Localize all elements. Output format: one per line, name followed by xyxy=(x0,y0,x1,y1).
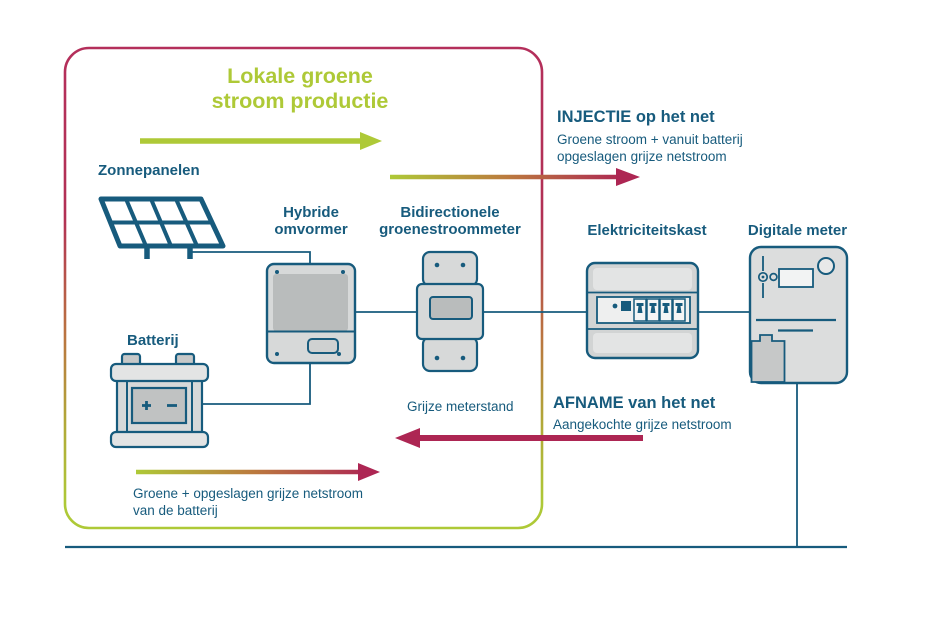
digital-meter-icon xyxy=(748,245,849,385)
offtake-subtext: Aangekochte grijze netstroom xyxy=(553,417,732,432)
bidirectional-meter-icon xyxy=(415,250,485,373)
wire-battery-to-inverter xyxy=(203,363,311,405)
wire-panel-to-inverter xyxy=(190,251,311,264)
label-hybride-omvormer: Hybride omvormer xyxy=(274,204,348,238)
diagram-title-line1: Lokale groene xyxy=(227,64,373,88)
injection-subtext-line2: opgeslagen grijze netstroom xyxy=(557,149,727,164)
label-digitale-meter: Digitale meter xyxy=(747,222,848,239)
local-green-production-arrow xyxy=(140,132,382,150)
grijze-meterstand-note: Grijze meterstand xyxy=(407,399,514,414)
inverter-icon xyxy=(265,262,357,365)
local-production-boundary xyxy=(63,46,544,530)
injection-title: INJECTIE op het net xyxy=(557,108,715,126)
diagram-title-line2: stroom productie xyxy=(211,89,389,113)
injection-arrow xyxy=(390,168,640,186)
battery-discharge-note: Groene + opgeslagen grijze netstroom van… xyxy=(133,485,363,519)
offtake-title: AFNAME van het net xyxy=(553,394,716,412)
breaker-switches xyxy=(633,298,686,322)
label-batterij: Batterij xyxy=(127,332,179,349)
battery-discharge-note-line1: Groene + opgeslagen grijze netstroom xyxy=(133,486,364,501)
offtake-arrow xyxy=(395,428,643,448)
battery-discharge-note-line2: van de batterij xyxy=(133,503,218,518)
battery-icon xyxy=(109,352,210,449)
label-elektriciteitskast: Elektriciteitskast xyxy=(587,222,707,239)
fuse-box-icon xyxy=(585,261,700,360)
injection-subtext-line1: Groene stroom + vanuit batterij xyxy=(557,132,743,147)
battery-discharge-arrow xyxy=(136,463,380,481)
label-bidirectionele-groenestroommeter: Bidirectionele groenestroommeter xyxy=(379,204,521,238)
injection-subtext: Groene stroom + vanuit batterij opgeslag… xyxy=(557,131,743,165)
label-zonnepanelen: Zonnepanelen xyxy=(98,162,200,179)
wiring-lines xyxy=(190,251,798,547)
solar-panel-icon xyxy=(98,196,226,259)
diagram-title: Lokale groene stroom productie xyxy=(180,64,420,114)
